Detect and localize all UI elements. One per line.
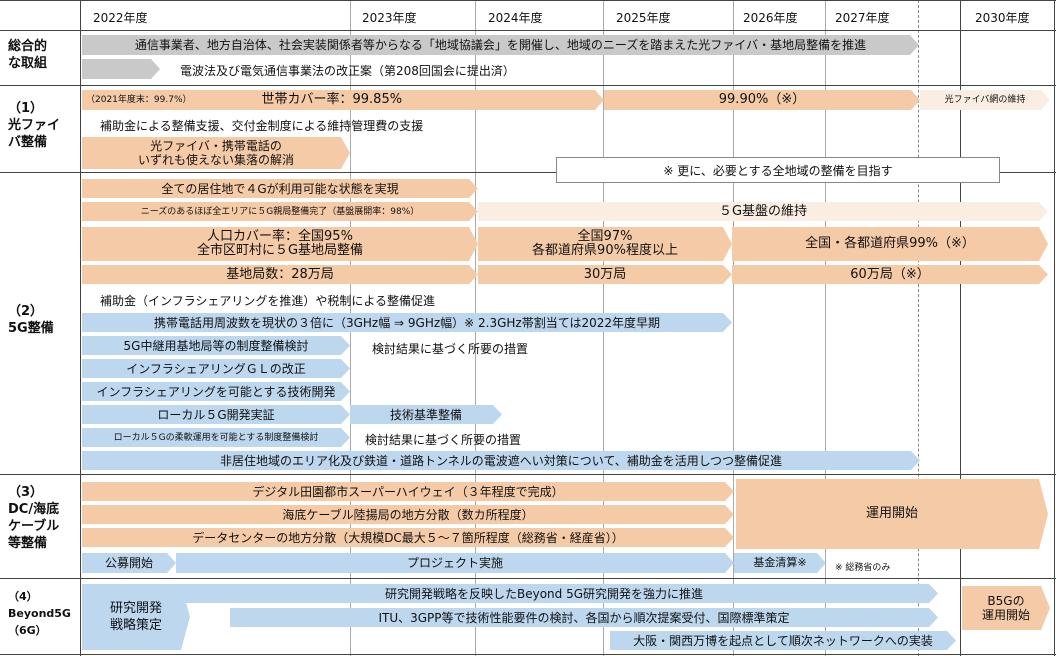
- g5-infra-tech-bar: インフラシェアリングを可能とする技術開発: [82, 382, 350, 401]
- grid-hline-bottom: [0, 654, 1056, 655]
- overall-law-text: 電波法及び電気通信事業法の改正案（第208回国会に提出済）: [180, 64, 515, 78]
- overall-law-bar: [82, 59, 160, 79]
- dc-highway-bar: デジタル田園都市スーパーハイウェイ（３年程度で完成）: [82, 482, 734, 501]
- g5-pop-bar-2: 全国97% 各都道府県90%程度以上: [478, 227, 732, 261]
- fiber-coverage-bar-2: 99.90%（※）: [604, 90, 920, 110]
- fiber-coverage-label-1: 世帯カバー率：99.85%: [261, 92, 403, 107]
- grid-vline-5: [733, 0, 734, 656]
- g5-local-flex-bar: ローカル５Gの柔軟運用を可能とする制度整備検討: [82, 428, 350, 447]
- g5-4g-bar: 全ての居住地で４Gが利用可能な状態を実現: [82, 179, 478, 198]
- g5-pop-label-1: 人口カバー率：全国95% 全市区町村に５G基地局整備: [196, 229, 364, 258]
- g5-local-flex-next: 検討結果に基づく所要の措置: [365, 433, 522, 447]
- section-overall: 総合的 な取組: [8, 39, 48, 71]
- g5-parent-maintain-bar: ５G基盤の維持: [478, 202, 1048, 221]
- grid-vline-9: [1054, 0, 1055, 656]
- g5-bs-bar-2: 30万局: [478, 265, 732, 284]
- section-fiber: （1） 光ファイ バ整備: [8, 101, 61, 150]
- dc-recruit-bar: 公募開始: [82, 553, 176, 573]
- fiber-coverage-bar-1: （2021年度末：99.7%） 世帯カバー率：99.85%: [82, 90, 604, 110]
- g5-infra-gl-bar: インフラシェアリングＧＬの改正: [82, 359, 350, 378]
- fiber-further-note: ※ 更に、必要とする全地域の整備を目指す: [556, 157, 1000, 183]
- g5-bs-bar-1: 基地局数：28万局: [82, 265, 478, 284]
- dc-fund-note: ※ 総務省のみ: [835, 563, 891, 573]
- g5-relay-bar: 5G中継用基地局等の制度整備検討: [82, 336, 350, 355]
- g5-relay-next: 検討結果に基づく所要の措置: [372, 342, 529, 356]
- b5g-operation-bar: B5Gの 運用開始: [962, 586, 1050, 630]
- b5g-expo-bar: 大阪・関西万博を起点として順次ネットワークへの実装: [610, 631, 956, 650]
- b5g-promote-bar: 研究開発戦略を反映したBeyond 5G研究開発を強力に推進: [150, 584, 938, 603]
- g5-pop-label-2: 全国97% 各都道府県90%程度以上: [532, 229, 678, 258]
- dc-center-bar: データセンターの地方分散（大規模DC最大５～７箇所程度（総務省・経産省））: [82, 528, 734, 547]
- grid-hline-2: [0, 85, 1056, 86]
- year-2024: 2024年度: [488, 11, 543, 25]
- year-2027: 2027年度: [835, 11, 890, 25]
- b5g-itu-bar: ITU、3GPP等で技術性能要件の検討、各国から順次提案受付、国際標準策定: [230, 608, 938, 627]
- year-2026: 2026年度: [743, 11, 798, 25]
- section-5g: （2） 5G整備: [8, 304, 54, 336]
- b5g-operation-label: B5Gの 運用開始: [981, 594, 1030, 622]
- fiber-resolve-label: 光ファイバ・携帯電話の いずれも使えない集落の解消: [137, 139, 294, 167]
- grid-hline-top: [0, 0, 1056, 1]
- year-2023: 2023年度: [362, 11, 417, 25]
- g5-tunnel-bar: 非居住地域のエリア化及び鉄道・道路トンネルの電波遮へい対策について、補助金を活用…: [82, 451, 920, 470]
- overall-council-bar: 通信事業者、地方自治体、社会実装関係者等からなる「地域協議会」を開催し、地域のニ…: [82, 35, 919, 55]
- g5-bs-bar-3: 60万局（※）: [732, 265, 1048, 284]
- fiber-2021-note: （2021年度末：99.7%）: [86, 95, 192, 105]
- grid-hline-3: [0, 172, 1056, 173]
- year-2022: 2022年度: [93, 11, 148, 25]
- section-dc: （3） DC/海底 ケーブル 等整備: [8, 485, 60, 551]
- fiber-resolve-bar: 光ファイバ・携帯電話の いずれも使えない集落の解消: [82, 137, 350, 169]
- fiber-maintain-bar: 光ファイバ網の維持: [920, 90, 1050, 110]
- g5-pop-bar-3: 全国・各都道府県99%（※）: [732, 227, 1048, 261]
- dc-operation-bar: 運用開始: [736, 479, 1048, 549]
- dc-project-bar: プロジェクト実施: [176, 553, 734, 573]
- grid-vline-8: [960, 0, 961, 656]
- grid-vline-6: [825, 0, 826, 656]
- grid-vline-7: [918, 0, 919, 656]
- fiber-subsidy-text: 補助金による整備支援、交付金制度による維持管理費の支援: [100, 119, 424, 133]
- dc-cable-bar: 海底ケーブル陸揚局の地方分散（数カ所程度）: [82, 505, 734, 524]
- b5g-strategy-bar: 研究開発 戦略策定: [82, 584, 190, 650]
- g5-pop-bar-1: 人口カバー率：全国95% 全市区町村に５G基地局整備: [82, 227, 478, 261]
- grid-hline-5: [0, 578, 1056, 579]
- year-2030: 2030年度: [975, 11, 1030, 25]
- dc-fund-bar: 基金清算※: [734, 553, 826, 573]
- g5-freq-bar: 携帯電話用周波数を現状の３倍に（3GHz幅 ⇒ 9GHz幅）※ 2.3GHz帯割…: [82, 313, 732, 332]
- grid-vline-1: [80, 0, 81, 656]
- section-b5g: （4） Beyond5G （6G）: [8, 590, 71, 637]
- g5-local-bar: ローカル５G開発実証: [82, 405, 350, 424]
- grid-hline-4: [0, 474, 1056, 475]
- g5-parent-bar: ニーズのあるほぼ全エリアに５G親局整備完了（基盤展開率：98%）: [82, 202, 478, 221]
- b5g-strategy-label: 研究開発 戦略策定: [109, 601, 162, 633]
- year-2025: 2025年度: [616, 11, 671, 25]
- grid-hline-1: [0, 30, 1056, 31]
- g5-subsidy-text: 補助金（インフラシェアリングを推進）や税制による整備促進: [100, 294, 436, 308]
- g5-local-next-bar: 技術基準整備: [350, 405, 502, 424]
